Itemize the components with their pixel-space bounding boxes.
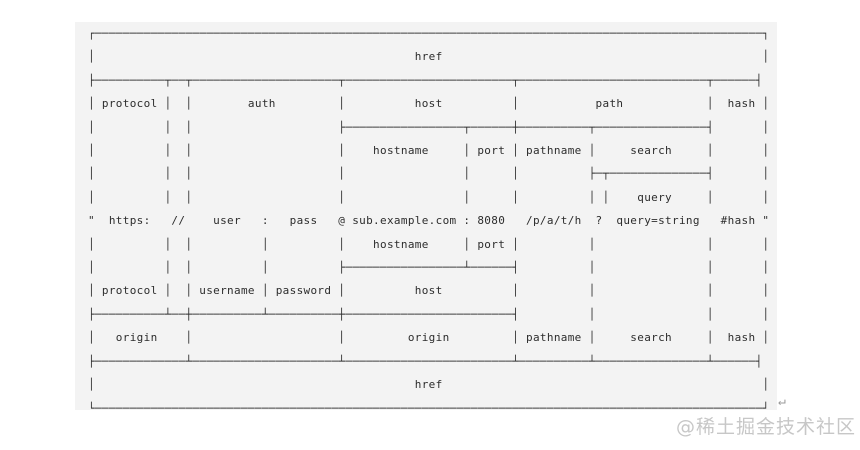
juejin-watermark: @稀土掘金技术社区 [675, 416, 856, 438]
url-diagram-codeblock: ┌───────────────────────────────────────… [75, 22, 777, 415]
url-components-diagram: ┌───────────────────────────────────────… [88, 27, 770, 415]
line-wrap-indicator-icon: ↵ [778, 394, 786, 409]
